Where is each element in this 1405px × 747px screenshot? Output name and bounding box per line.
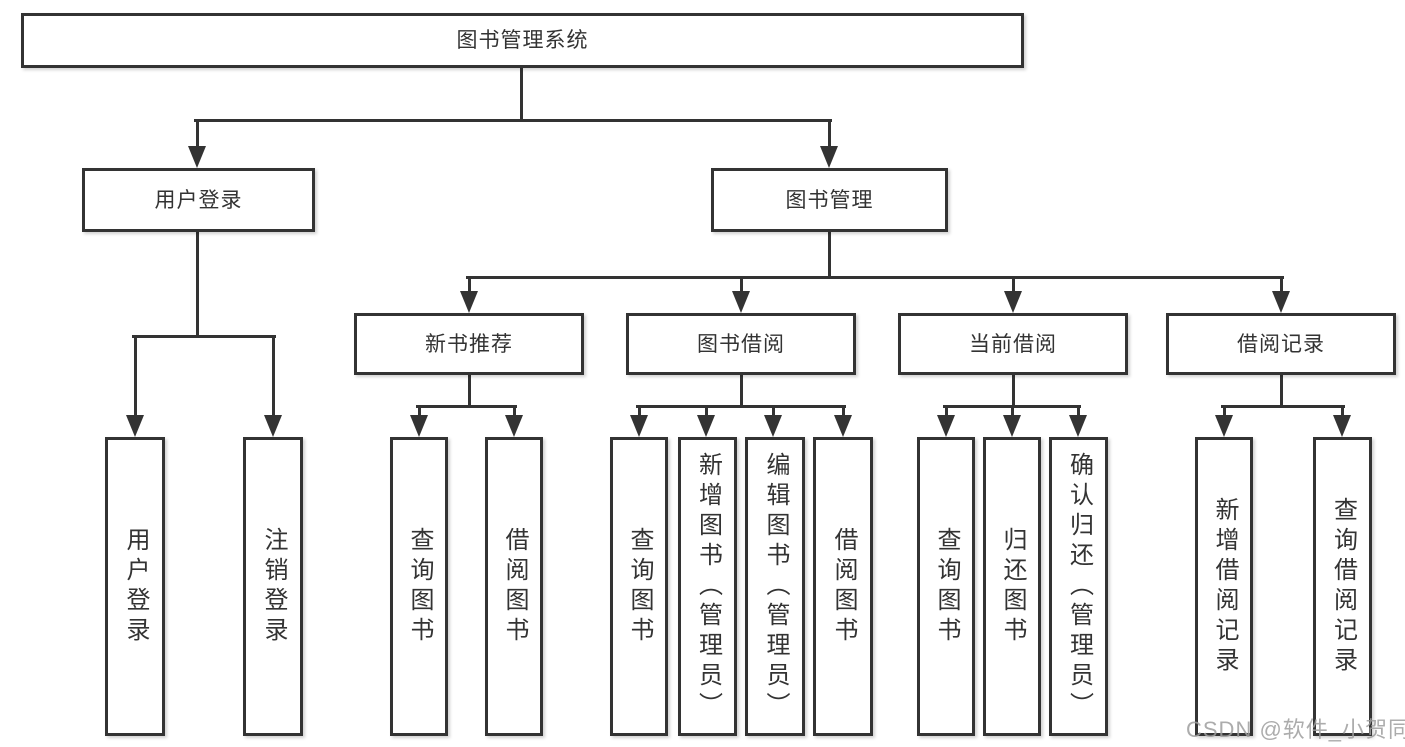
connector-arrow-leaf-query-books-current-line — [944, 405, 948, 419]
leaf-query-books-borrow-label: 查询图书 — [626, 526, 653, 647]
arrow-leaf-confirm-return-admin-icon — [1069, 415, 1087, 437]
connector-arrow-leaf-borrow-books-borrow-line — [841, 405, 845, 419]
leaf-edit-books-admin: 编辑图书（管理员） — [745, 437, 805, 736]
node-user-login: 用户登录 — [82, 168, 315, 232]
connector-bar-book-borrow-split — [636, 405, 846, 408]
connector-arrow-user-login-line — [195, 119, 199, 150]
leaf-add-books-admin: 新增图书（管理员） — [678, 437, 737, 736]
leaf-query-borrow-record-label: 查询借阅记录 — [1329, 496, 1357, 677]
connector-arrow-leaf-add-borrow-record-line — [1222, 405, 1226, 419]
leaf-add-borrow-record-label: 新增借阅记录 — [1211, 496, 1238, 677]
connector-arrow-leaf-add-books-admin-line — [704, 405, 708, 419]
arrow-book-borrow-icon — [732, 291, 750, 313]
connector-arrow-book-borrow-line — [739, 276, 743, 295]
connector-stem-book-borrow — [739, 375, 743, 408]
arrow-leaf-borrow-books-borrow-icon — [834, 415, 852, 437]
arrow-borrow-records-icon — [1272, 291, 1290, 313]
arrow-leaf-logout-icon — [264, 415, 282, 437]
connector-arrow-book-management-line — [827, 119, 831, 150]
connector-arrow-leaf-query-books-borrow-line — [637, 405, 641, 419]
arrow-new-book-recommend-icon — [460, 291, 478, 313]
node-library-management-system-label: 图书管理系统 — [456, 29, 589, 52]
leaf-confirm-return-admin-label: 确认归还（管理员） — [1065, 451, 1093, 722]
arrow-user-login-icon — [188, 146, 206, 168]
connector-arrow-leaf-return-books-line — [1010, 405, 1014, 419]
connector-stem-book-management — [827, 232, 831, 279]
connector-stem-current-borrow — [1011, 375, 1015, 408]
node-book-management-label: 图书管理 — [785, 188, 874, 212]
arrow-leaf-add-books-admin-icon — [697, 415, 715, 437]
connector-arrow-leaf-query-books-recommend-line — [417, 405, 421, 419]
leaf-confirm-return-admin: 确认归还（管理员） — [1049, 437, 1108, 736]
leaf-query-books-recommend-label: 查询图书 — [406, 526, 433, 647]
arrow-current-borrow-icon — [1004, 291, 1022, 313]
leaf-borrow-books-borrow-label: 借阅图书 — [830, 526, 857, 647]
node-book-borrow: 图书借阅 — [626, 313, 856, 375]
node-user-login-label: 用户登录 — [154, 188, 243, 212]
arrow-leaf-query-books-current-icon — [937, 415, 955, 437]
leaf-query-books-current-label: 查询图书 — [933, 526, 960, 647]
leaf-return-books: 归还图书 — [983, 437, 1041, 736]
connector-stem-user-login — [195, 232, 199, 338]
node-borrow-records: 借阅记录 — [1166, 313, 1396, 375]
node-new-book-recommend-label: 新书推荐 — [425, 332, 513, 356]
leaf-logout-label: 注销登录 — [260, 526, 287, 647]
arrow-book-management-icon — [820, 146, 838, 168]
node-current-borrow-label: 当前借阅 — [969, 332, 1057, 356]
leaf-user-login-label: 用户登录 — [122, 526, 149, 647]
leaf-query-borrow-record: 查询借阅记录 — [1313, 437, 1372, 736]
connector-arrow-leaf-edit-books-admin-line — [771, 405, 775, 419]
leaf-query-books-current: 查询图书 — [917, 437, 975, 736]
leaf-logout: 注销登录 — [243, 437, 303, 736]
arrow-leaf-query-books-borrow-icon — [630, 415, 648, 437]
connector-bar-borrow-records-split — [1221, 405, 1345, 408]
node-book-borrow-label: 图书借阅 — [697, 332, 785, 356]
connector-arrow-leaf-logout-line — [271, 335, 275, 419]
node-borrow-records-label: 借阅记录 — [1237, 332, 1325, 356]
connector-bar-user-login-split — [132, 335, 276, 338]
leaf-borrow-books-recommend-label: 借阅图书 — [501, 526, 528, 647]
leaf-borrow-books-recommend: 借阅图书 — [485, 437, 543, 736]
csdn-watermark: CSDN @软件_小贺同学 — [1186, 717, 1405, 742]
connector-arrow-leaf-borrow-books-recommend-line — [512, 405, 516, 419]
leaf-return-books-label: 归还图书 — [999, 526, 1026, 647]
arrow-leaf-user-login-icon — [126, 415, 144, 437]
node-new-book-recommend: 新书推荐 — [354, 313, 584, 375]
arrow-leaf-query-books-recommend-icon — [410, 415, 428, 437]
connector-stem-borrow-records — [1279, 375, 1283, 408]
arrow-leaf-borrow-books-recommend-icon — [505, 415, 523, 437]
connector-stem-root — [519, 68, 523, 122]
node-library-management-system: 图书管理系统 — [21, 13, 1024, 68]
leaf-borrow-books-borrow: 借阅图书 — [813, 437, 873, 736]
connector-arrow-new-book-recommend-line — [467, 276, 471, 295]
leaf-add-books-admin-label: 新增图书（管理员） — [694, 451, 722, 722]
leaf-add-borrow-record: 新增借阅记录 — [1195, 437, 1253, 736]
connector-bar-book-management-split — [466, 276, 1284, 279]
leaf-query-books-borrow: 查询图书 — [610, 437, 668, 736]
connector-arrow-leaf-confirm-return-admin-line — [1076, 405, 1080, 419]
connector-bar-root-split — [194, 119, 832, 122]
connector-stem-new-book-recommend — [467, 375, 471, 408]
connector-bar-new-book-recommend-split — [416, 405, 517, 408]
arrow-leaf-query-borrow-record-icon — [1333, 415, 1351, 437]
arrow-leaf-return-books-icon — [1003, 415, 1021, 437]
arrow-leaf-edit-books-admin-icon — [764, 415, 782, 437]
node-current-borrow: 当前借阅 — [898, 313, 1128, 375]
connector-arrow-current-borrow-line — [1011, 276, 1015, 295]
connector-arrow-leaf-user-login-line — [133, 335, 137, 419]
leaf-user-login: 用户登录 — [105, 437, 165, 736]
node-book-management: 图书管理 — [711, 168, 948, 232]
leaf-query-books-recommend: 查询图书 — [390, 437, 448, 736]
arrow-leaf-add-borrow-record-icon — [1215, 415, 1233, 437]
leaf-edit-books-admin-label: 编辑图书（管理员） — [762, 451, 789, 722]
connector-arrow-borrow-records-line — [1279, 276, 1283, 295]
connector-arrow-leaf-query-borrow-record-line — [1340, 405, 1344, 419]
